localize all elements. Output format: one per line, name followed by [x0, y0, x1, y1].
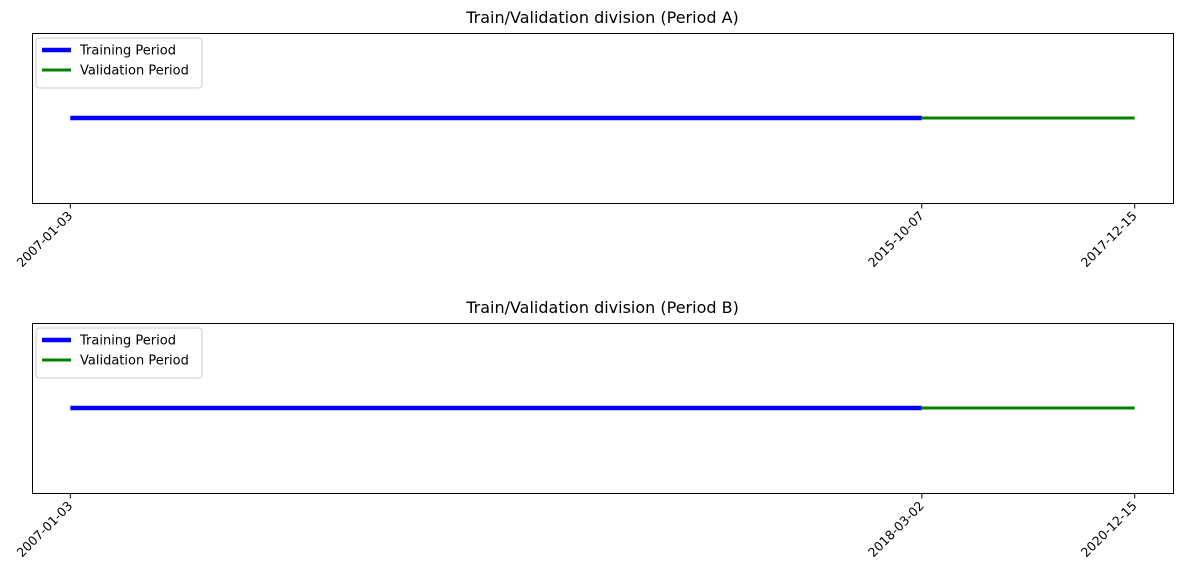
legend-label: Training Period	[79, 44, 176, 59]
subplot-2: Train/Validation division (Period B) 2007…	[13, 298, 1174, 560]
legend-label: Training Period	[79, 334, 176, 349]
axes-frame	[32, 323, 1174, 494]
legend-box	[35, 37, 203, 89]
subplot-1: Train/Validation division (Period A) 2007…	[13, 8, 1174, 270]
chart-title: Train/Validation division (Period B)	[465, 298, 739, 317]
axes-frame	[32, 33, 1174, 204]
x-tick-label: 2007-01-03	[13, 498, 75, 560]
x-tick-label: 2017-12-15	[1078, 208, 1140, 270]
x-tick-label: 2018-03-02	[865, 498, 927, 560]
legend-label: Validation Period	[80, 64, 189, 79]
chart-title: Train/Validation division (Period A)	[465, 8, 739, 27]
x-tick-label: 2020-12-15	[1078, 498, 1140, 560]
x-tick-label: 2015-10-07	[865, 208, 927, 270]
legend-label: Validation Period	[80, 354, 189, 369]
legend-box	[35, 327, 203, 379]
x-tick-label: 2007-01-03	[13, 208, 75, 270]
